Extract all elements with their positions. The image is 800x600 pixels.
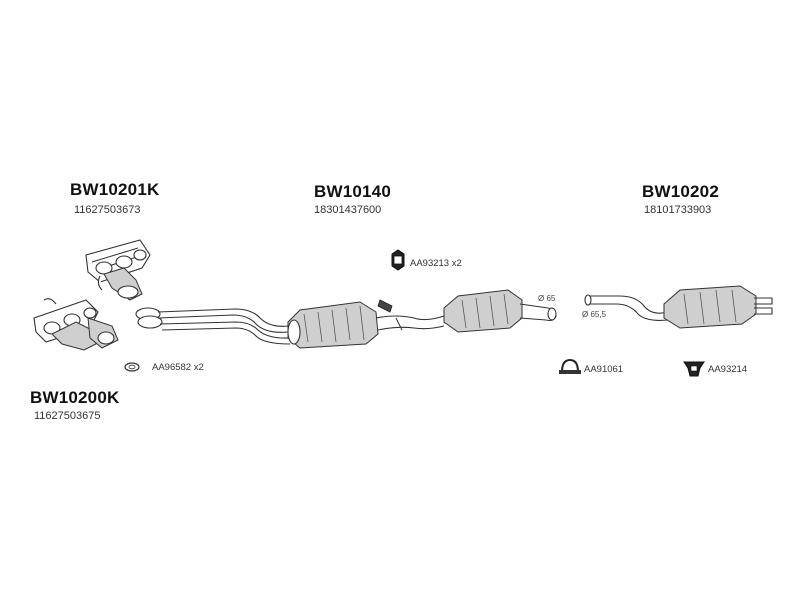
part-code-rear-silencer: BW10202 — [642, 182, 719, 201]
diameter-label-rear: Ø 65,5 — [582, 310, 607, 319]
part-code-middle-pipe: BW10140 — [314, 182, 391, 201]
part-number-lower-manifold: 11627503675 — [34, 410, 101, 422]
upper-manifold-catalyst — [85, 239, 151, 301]
accessory-label-clamp: AA91061 — [584, 364, 624, 375]
part-code-upper-manifold: BW10201K — [70, 180, 160, 199]
center-silencer-1 — [287, 301, 379, 349]
center-silencer-2 — [443, 289, 557, 333]
accessory-label-hanger: AA93214 — [708, 364, 748, 375]
part-number-rear-silencer: 18101733903 — [644, 204, 712, 216]
accessory-label-gasket: AA96582 x2 — [152, 362, 204, 373]
part-number-upper-manifold: 11627503673 — [74, 204, 141, 216]
flange-lower — [137, 315, 163, 329]
mid-connecting-pipe — [375, 299, 445, 331]
accessory-label-rubber-mount: AA93213 x2 — [410, 258, 462, 269]
front-twin-pipe — [157, 308, 291, 345]
lower-manifold-catalyst — [33, 298, 119, 351]
hanger-mount-icon — [683, 361, 705, 377]
part-code-lower-manifold: BW10200K — [30, 388, 120, 407]
rubber-mount-icon — [391, 249, 405, 271]
diameter-label-front: Ø 65 — [538, 294, 556, 303]
gasket-ring-icon — [124, 362, 140, 372]
rear-silencer — [584, 285, 773, 329]
pipe-clamp-icon — [559, 358, 581, 374]
hanger-bracket — [377, 299, 393, 313]
part-number-middle-pipe: 18301437600 — [314, 204, 382, 216]
